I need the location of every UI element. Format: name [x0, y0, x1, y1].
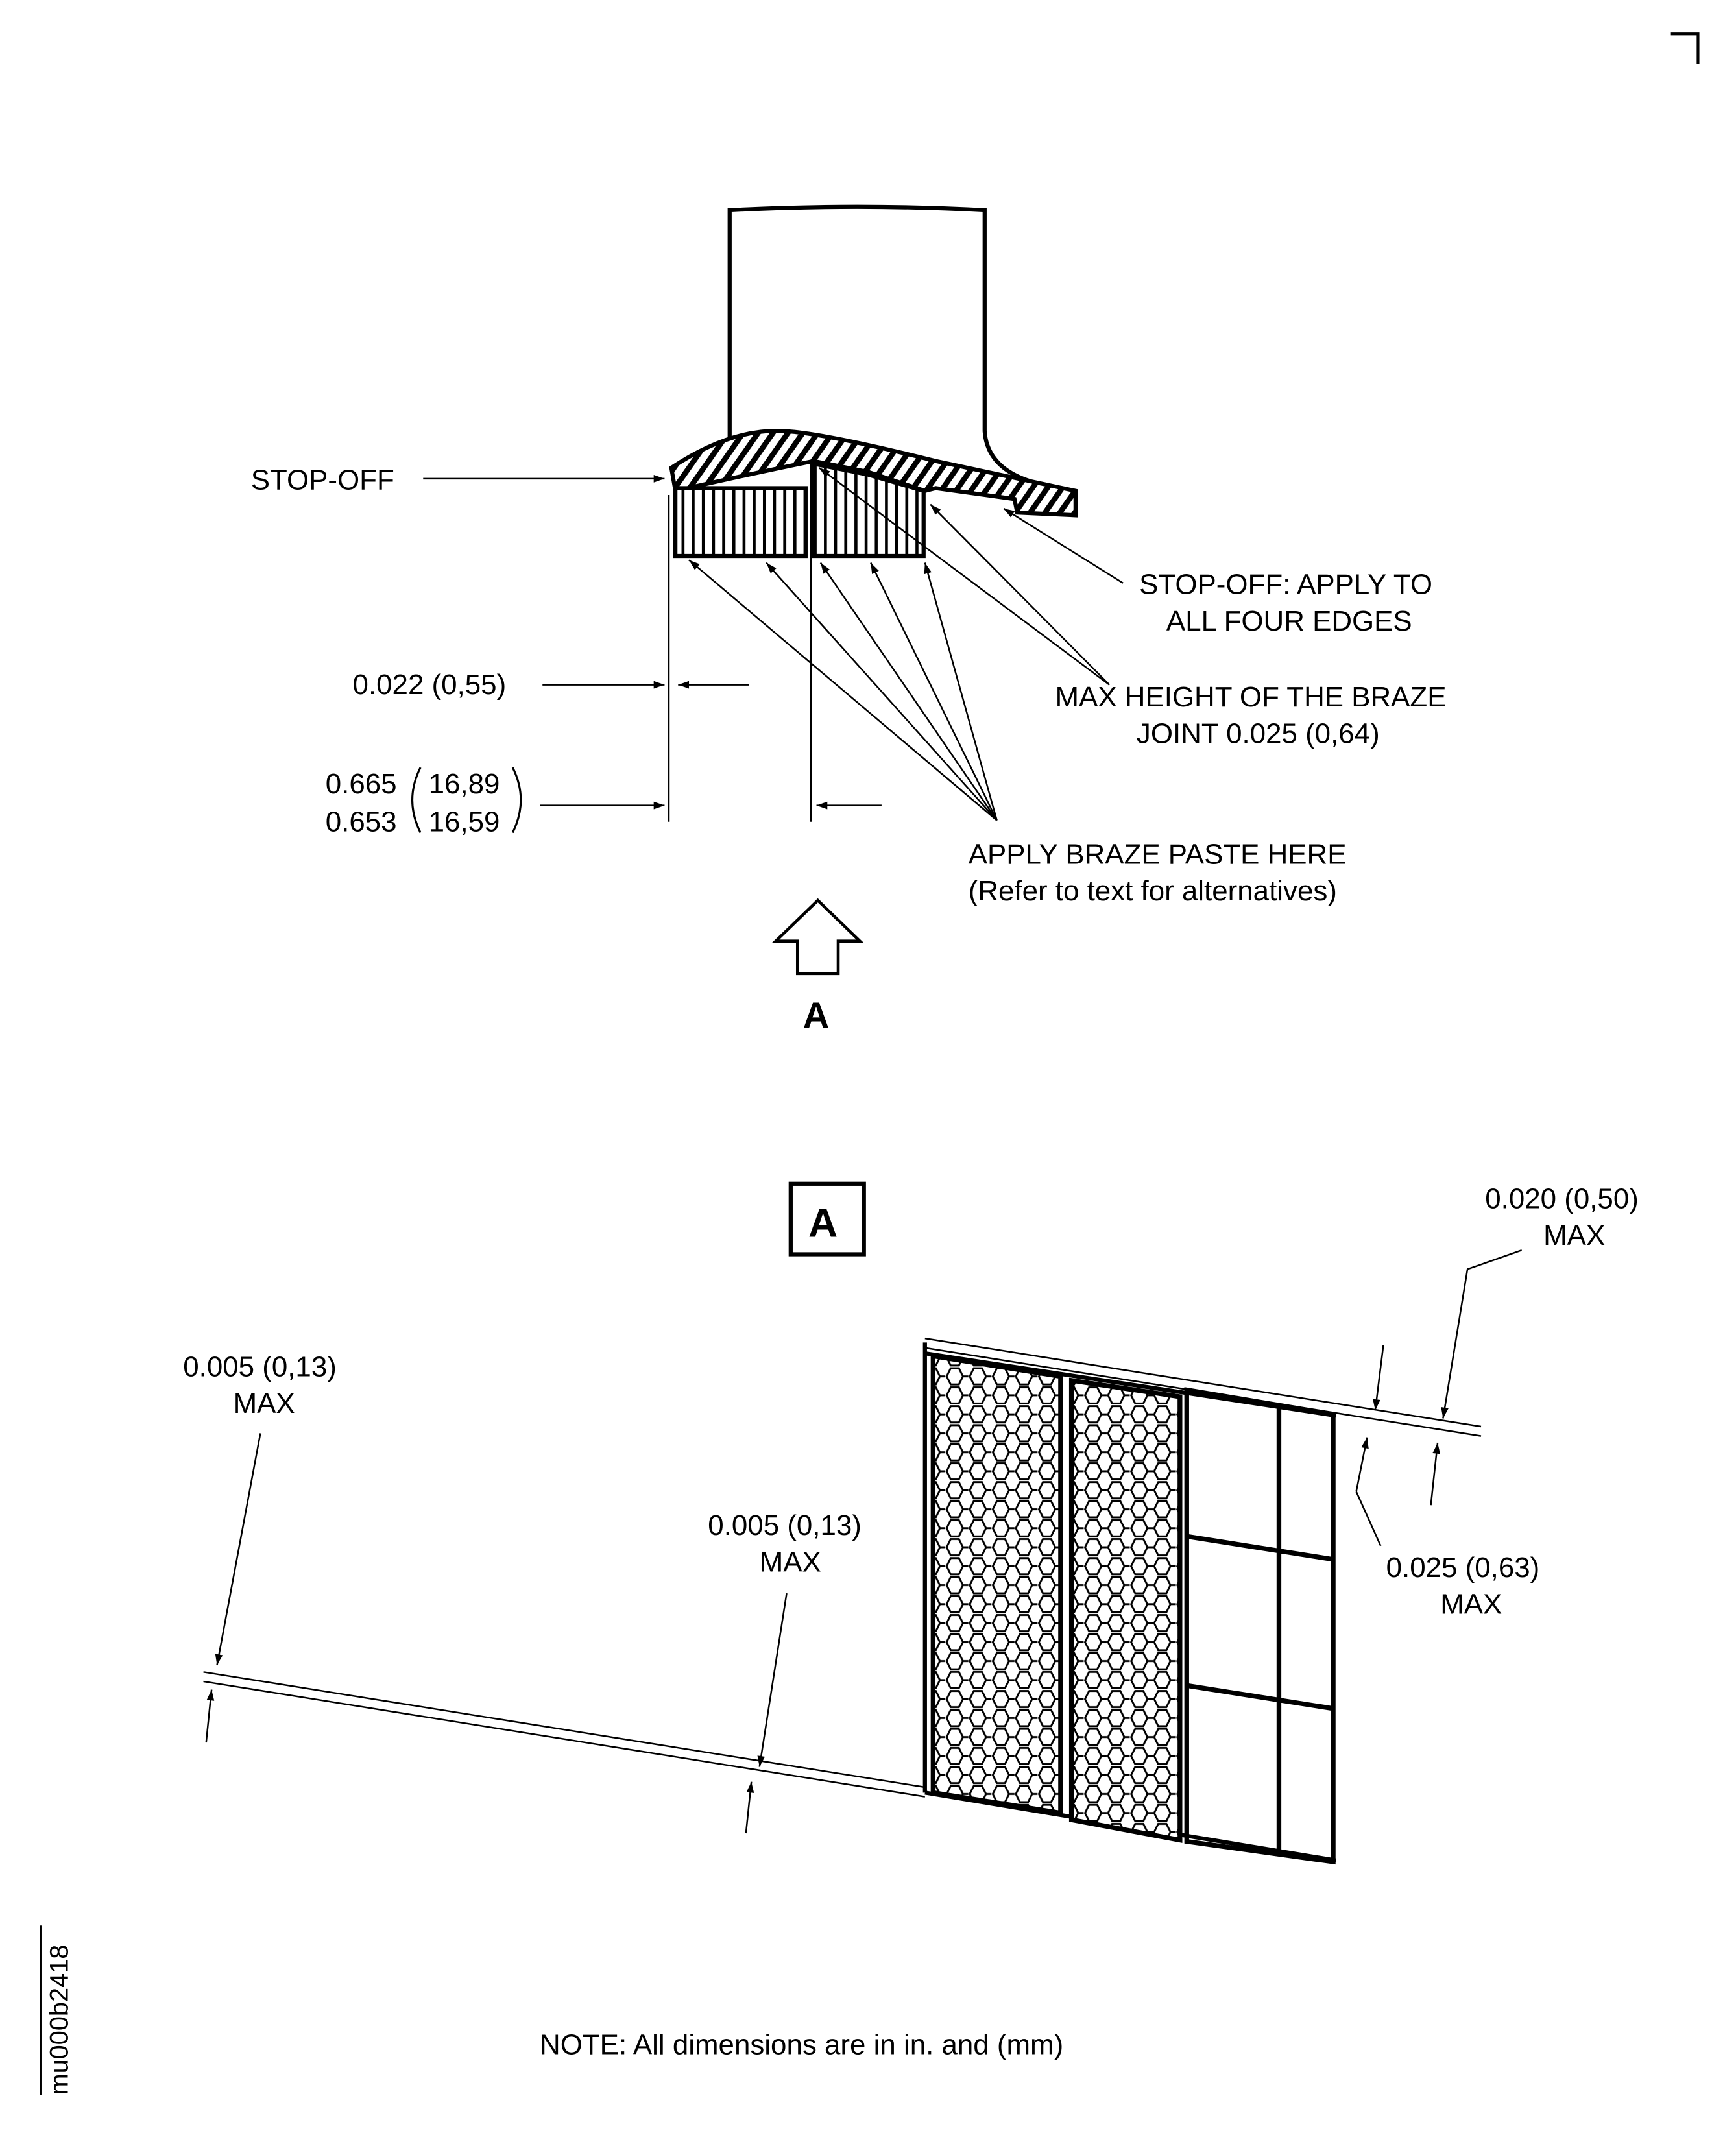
view-arrow-label: A [803, 994, 830, 1035]
max-height-label-2: JOINT 0.025 (0,64) [1137, 717, 1380, 749]
dim-0-025-max: MAX [1440, 1588, 1502, 1620]
dim-0-653: 0.653 [326, 806, 397, 838]
tube-wall [727, 204, 1031, 484]
braze-joint-right [812, 461, 926, 559]
dim-16-89: 16,89 [429, 768, 500, 800]
stop-off-hatch [669, 429, 1078, 518]
view-arrow-icon [772, 898, 864, 976]
open-cell-grid [1184, 1387, 1336, 1865]
dim-0-005-mid: 0.005 (0,13) [708, 1510, 862, 1541]
stop-off-edges-label-2: ALL FOUR EDGES [1166, 605, 1412, 637]
braze-joint-left [673, 486, 808, 559]
stop-off-edges-label: STOP-OFF: APPLY TO [1139, 569, 1432, 601]
dim-0-665: 0.665 [326, 768, 397, 800]
dim-16-59: 16,59 [429, 806, 500, 838]
section-view: STOP-OFF STOP-OFF: APPLY TO ALL FOUR EDG… [251, 204, 1447, 1035]
note: NOTE: All dimensions are in in. and (mm) [540, 2029, 1063, 2061]
dim-0-020: 0.020 (0,50) [1485, 1183, 1639, 1214]
dim-0-025: 0.025 (0,63) [1386, 1552, 1540, 1584]
dim-0-005-left-max: MAX [234, 1388, 295, 1419]
honeycomb-panel-right [1068, 1377, 1183, 1843]
figure-id: mu000b2418 [45, 1945, 74, 2095]
dim-0-005-left: 0.005 (0,13) [183, 1351, 337, 1383]
dim-0-005-mid-max: MAX [760, 1547, 821, 1578]
view-a-label: A [808, 1200, 838, 1246]
dim-0-020-max: MAX [1543, 1220, 1605, 1251]
view-a: A 0.020 (0,50) MAX 0.005 (0,13) MAX 0.00… [183, 1181, 1639, 1865]
dim-0-022: 0.022 (0,55) [353, 669, 507, 701]
stop-off-label: STOP-OFF [251, 464, 394, 496]
honeycomb-panel-left [930, 1353, 1063, 1816]
max-height-label: MAX HEIGHT OF THE BRAZE [1055, 681, 1447, 713]
corner-mark [1670, 32, 1700, 64]
apply-paste-label-2: (Refer to text for alternatives) [969, 875, 1337, 907]
apply-paste-label: APPLY BRAZE PASTE HERE [969, 839, 1347, 871]
